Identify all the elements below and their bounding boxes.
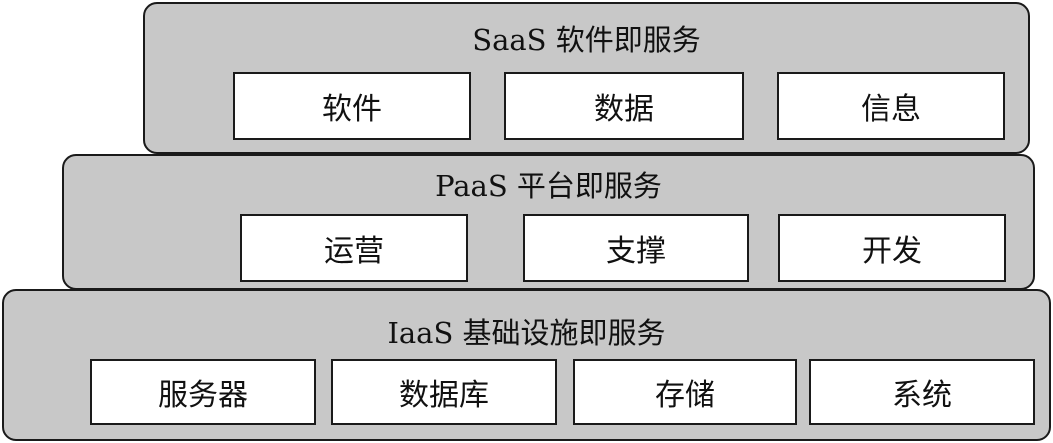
saas-item-software: 软件 — [233, 72, 471, 140]
paas-item-support: 支撑 — [523, 214, 749, 282]
iaas-item-database: 数据库 — [331, 359, 557, 425]
saas-layer: SaaS 软件即服务 软件 数据 信息 — [143, 2, 1030, 154]
paas-layer-title: PaaS 平台即服务 — [435, 169, 662, 203]
iaas-item-server: 服务器 — [90, 359, 316, 425]
paas-item-development: 开发 — [778, 214, 1006, 282]
paas-item-operations: 运营 — [240, 214, 468, 282]
iaas-item-storage: 存储 — [573, 359, 797, 425]
saas-item-information: 信息 — [777, 72, 1005, 140]
iaas-layer: IaaS 基础设施即服务 服务器 数据库 存储 系统 — [2, 289, 1051, 441]
iaas-layer-title: IaaS 基础设施即服务 — [387, 316, 666, 350]
paas-layer: PaaS 平台即服务 运营 支撑 开发 — [62, 154, 1035, 290]
saas-layer-title: SaaS 软件即服务 — [472, 23, 701, 57]
saas-item-data: 数据 — [504, 72, 744, 140]
iaas-item-system: 系统 — [809, 359, 1035, 425]
